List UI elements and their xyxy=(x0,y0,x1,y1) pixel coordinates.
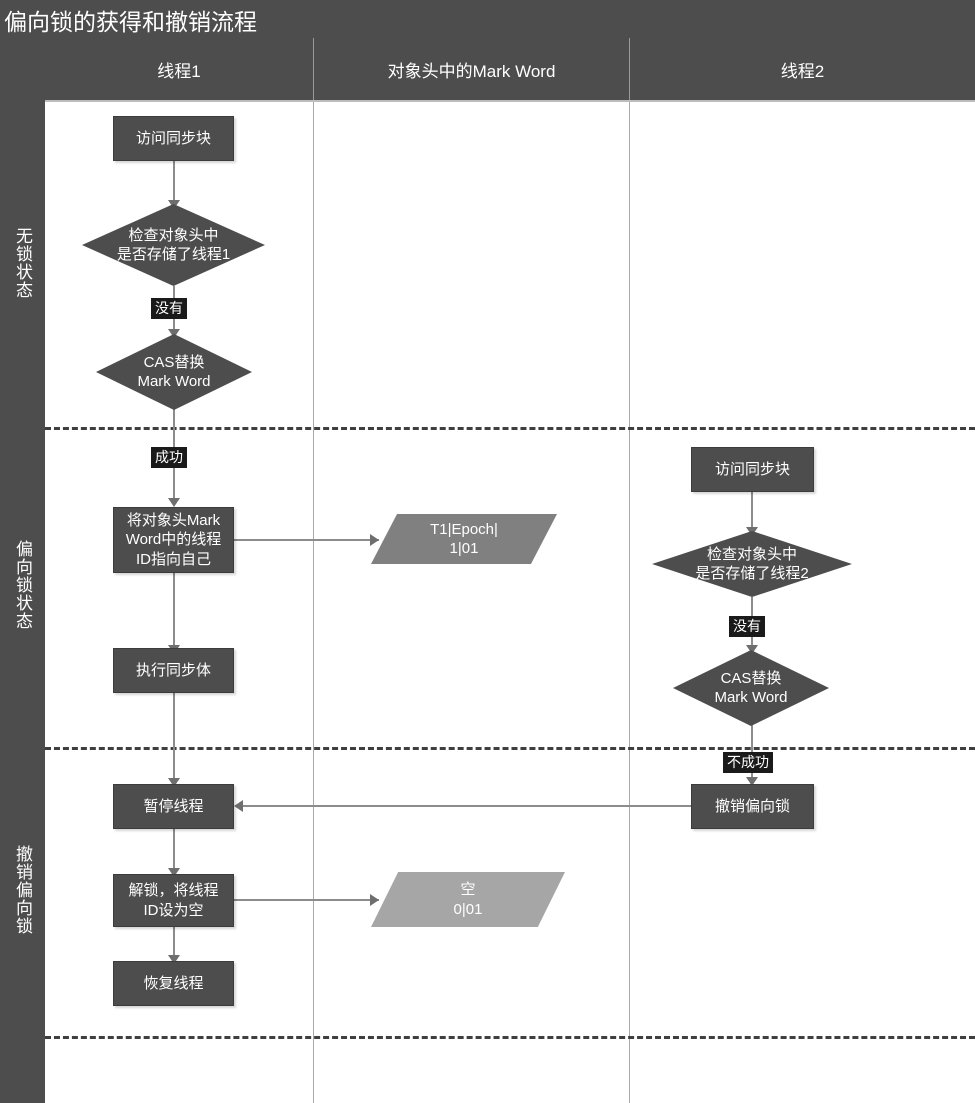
column-separator-1 xyxy=(313,102,314,1103)
lane-label-revoke: 撤销偏向锁 xyxy=(13,845,32,935)
connector-t1-suspend-to-unlock xyxy=(173,829,175,873)
arrowhead-t2-check-to-cas xyxy=(746,645,758,654)
node-thread1-execute-sync-body[interactable]: 执行同步体 xyxy=(113,648,234,693)
column-header-thread2: 线程2 xyxy=(780,61,825,81)
column-header-markword: 对象头中的Mark Word xyxy=(314,38,630,100)
lane-label-biased: 偏向锁状态 xyxy=(13,540,32,630)
node-thread1-resume-thread[interactable]: 恢复线程 xyxy=(113,961,234,1006)
node-thread1-unlock-clear-thread-id[interactable]: 解锁，将线程 ID设为空 xyxy=(113,874,234,927)
lane-label-unlocked: 无锁状态 xyxy=(13,226,32,299)
connector-t1-point-self-to-exec xyxy=(173,573,175,650)
edge-label-thread1-success: 成功 xyxy=(151,447,187,468)
lane-divider-3 xyxy=(45,1036,975,1039)
connector-t1-unlock-to-resume xyxy=(173,927,175,960)
arrowhead-t1-unlock-to-resume xyxy=(168,955,180,964)
edge-label-thread2-fail: 不成功 xyxy=(723,752,773,773)
flow-body: 访问同步块 检查对象头中 是否存储了线程1 没有 CAS替换 Mark Word… xyxy=(45,100,975,1103)
arrowhead-t1-suspend-to-unlock xyxy=(168,868,180,877)
node-thread1-cas-replace-markword[interactable]: CAS替换 Mark Word xyxy=(96,334,252,410)
column-header-thread1: 线程1 xyxy=(45,38,314,100)
connector-t1-access-to-check xyxy=(173,161,175,205)
lane-band xyxy=(0,38,45,1103)
column-separator-2 xyxy=(629,102,630,1103)
connector-t1-exec-to-suspend xyxy=(173,693,175,783)
node-thread2-access-sync-block[interactable]: 访问同步块 xyxy=(691,447,814,492)
connector-t1-unlock-to-markword-empty xyxy=(234,899,379,901)
arrowhead-t1-exec-to-suspend xyxy=(168,778,180,787)
node-markword-empty[interactable]: 空 0|01 xyxy=(371,872,565,927)
arrowhead-t1-check-to-cas xyxy=(168,329,180,338)
arrowhead-t1-suspend-from-revoke xyxy=(234,800,243,812)
title-bar: 偏向锁的获得和撤销流程 xyxy=(0,0,975,38)
lane-divider-2 xyxy=(45,747,975,750)
node-thread2-revoke-biased-lock[interactable]: 撤销偏向锁 xyxy=(691,784,814,829)
parallelogram-shape xyxy=(371,514,557,564)
parallelogram-shape xyxy=(371,872,565,927)
node-thread2-check-markword[interactable]: 检查对象头中 是否存储了线程2 xyxy=(652,531,852,597)
edge-label-thread2-no: 没有 xyxy=(729,616,765,637)
node-thread1-suspend-thread[interactable]: 暂停线程 xyxy=(113,784,234,829)
node-thread1-point-thread-id-self[interactable]: 将对象头Mark Word中的线程 ID指向自己 xyxy=(113,507,234,573)
node-thread1-access-sync-block[interactable]: 访问同步块 xyxy=(113,116,234,161)
arrowhead-t2-cas-to-revoke xyxy=(746,777,758,786)
page-title: 偏向锁的获得和撤销流程 xyxy=(4,9,257,35)
lane-divider-1 xyxy=(45,427,975,430)
connector-t1-point-self-to-markword xyxy=(234,539,379,541)
node-markword-biased[interactable]: T1|Epoch| 1|01 xyxy=(371,514,557,564)
arrowhead-t1-cas-to-point-self xyxy=(168,498,180,507)
node-thread1-check-markword[interactable]: 检查对象头中 是否存储了线程1 xyxy=(82,204,265,286)
connector-t2-revoke-to-t1-suspend xyxy=(241,805,691,807)
column-header-row: 线程1 对象头中的Mark Word 线程2 xyxy=(45,38,975,100)
node-thread2-cas-replace-markword[interactable]: CAS替换 Mark Word xyxy=(673,650,829,726)
connector-t2-access-to-check xyxy=(751,492,753,532)
edge-label-thread1-no: 没有 xyxy=(151,298,187,319)
